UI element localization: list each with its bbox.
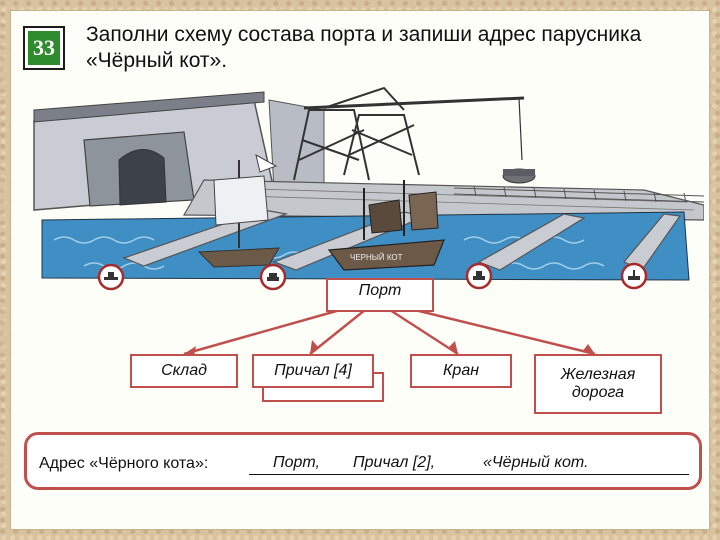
address-panel: Адрес «Чёрного кота»: Порт, Причал [2], …	[24, 432, 702, 490]
quay-drawing	[182, 179, 704, 221]
scheme-node-crane: Кран	[410, 354, 512, 388]
task-number-badge: 33	[23, 26, 65, 70]
address-label: Адрес «Чёрного кота»:	[39, 455, 209, 472]
scheme-root-port: Порт	[326, 278, 434, 312]
address-part-ship: «Чёрный кот.	[483, 454, 589, 471]
slide: 33 Заполни схему состава порта и запиши …	[10, 10, 710, 530]
crane-drawing	[293, 86, 525, 181]
address-answer-line	[249, 474, 689, 475]
address-part-pier: Причал [2],	[353, 454, 436, 471]
task-number: 33	[28, 31, 60, 65]
black-cat-ship: ЧЕРНЫЙ КОТ	[327, 180, 445, 271]
ship-name-label: ЧЕРНЫЙ КОТ	[350, 253, 403, 262]
address-part-port: Порт,	[273, 454, 320, 471]
scheme-node-pier: Причал [4]	[252, 354, 374, 388]
railway-drawing	[453, 185, 704, 204]
scheme-node-railway: Железная дорога	[534, 354, 662, 414]
barrel-drawing	[502, 168, 536, 184]
harbor-illustration: ЧЕРНЫЙ КОТ	[24, 80, 704, 292]
task-instruction: Заполни схему состава порта и запиши адр…	[86, 23, 642, 72]
scheme-node-warehouse: Склад	[130, 354, 238, 388]
